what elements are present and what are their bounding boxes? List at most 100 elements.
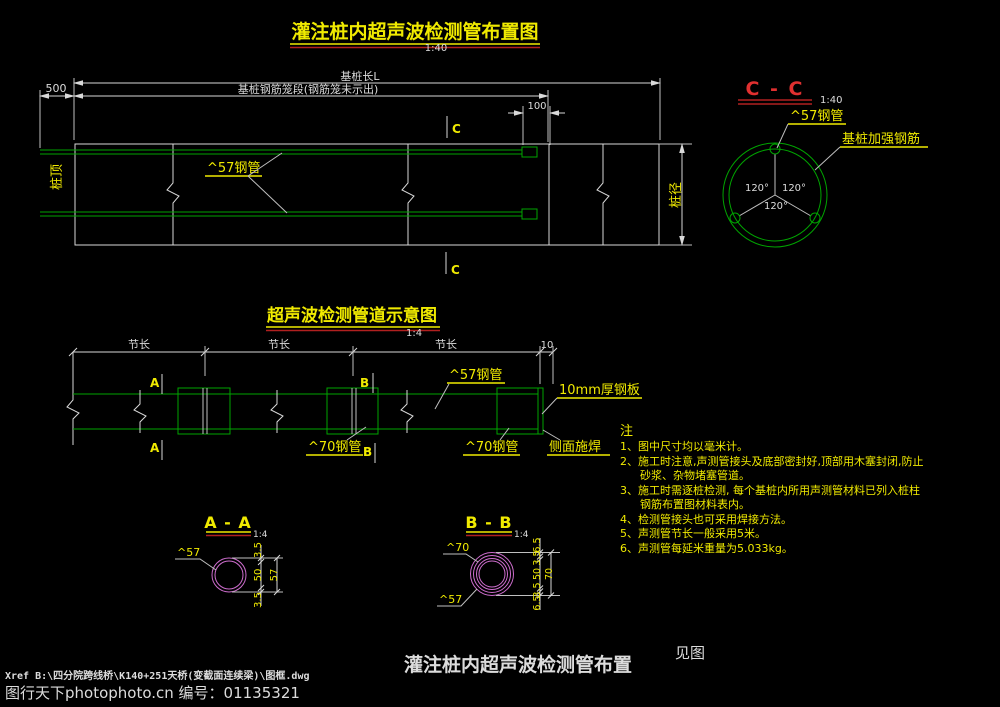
dim-tick xyxy=(257,584,265,592)
top-title-block: 灌注桩内超声波检测管布置图 1:40 xyxy=(290,20,540,54)
dim-tick xyxy=(536,556,544,563)
leader-line xyxy=(175,558,217,571)
note-item: 6、声测管每延米重量为5.033kg。 xyxy=(620,541,793,555)
section-cc-title: C - C xyxy=(745,78,804,100)
angle-label: 120° xyxy=(745,183,769,194)
dim-text-segment: 节长 xyxy=(435,338,457,351)
section-aa-view: A - A 1:4 ^57 3.5 50 3.5 57 xyxy=(175,513,283,608)
section-mark-b-top: B xyxy=(360,376,369,390)
label-pipe57-elevation: ^57钢管 xyxy=(207,161,260,176)
dim-text-wall-bottom: 3.5 xyxy=(532,582,543,597)
leader-line xyxy=(542,429,561,441)
leader-line xyxy=(247,175,288,214)
leader-line xyxy=(776,123,789,149)
note-item: 2、施工时注意,声测管接头及底部密封好,顶部用木塞封闭,防止 xyxy=(620,454,924,468)
note-item: 5、声测管节长一般采用5米。 xyxy=(620,526,766,540)
section-bb-view: B - B 1:4 ^70 ^57 6.5 3.5 50 3.5 6.5 70 xyxy=(437,513,560,611)
leader-line xyxy=(499,427,510,441)
note-item: 1、图中尺寸均以毫米计。 xyxy=(620,439,748,453)
tube-end-cap xyxy=(521,146,538,158)
section-aa-title: A - A xyxy=(204,513,252,532)
section-mark-b-bottom: B xyxy=(363,445,372,459)
leader-line xyxy=(434,383,450,410)
angle-label: 120° xyxy=(782,183,806,194)
label-side-weld: 侧面施焊 xyxy=(549,439,601,455)
dim-text-gap-bottom: 6.5 xyxy=(532,595,543,610)
notes-heading: 注 xyxy=(620,424,633,439)
dim-tick xyxy=(536,553,544,560)
label-57: ^57 xyxy=(439,593,462,606)
label-pipe70-b: ^70钢管 xyxy=(465,440,518,455)
xref-path-text: Xref B:\四分院跨线桥\K140+251天桥(变截面连续梁)\图框.dwg xyxy=(5,669,310,682)
angle-label: 120° xyxy=(764,201,788,212)
dim-tick xyxy=(536,592,544,599)
dim-text-gap-top: 6.5 xyxy=(532,537,543,552)
label-pipe57-cc: ^57钢管 xyxy=(790,109,843,124)
label-steel-plate: 10mm厚钢板 xyxy=(559,383,640,398)
dim-text-segment: 节长 xyxy=(128,338,150,351)
pile-section-outer-circle xyxy=(722,142,828,248)
label-pipe70-a: ^70钢管 xyxy=(308,440,361,455)
leader-line xyxy=(814,146,841,171)
drawing-title: 灌注桩内超声波检测管布置图 xyxy=(291,20,538,43)
leader-line xyxy=(247,152,283,177)
pile-elevation-view: 基桩长L 基桩钢筋笼段(钢筋笼未示出) 500 100 桩顶 ^57钢管 xyxy=(39,69,692,277)
label-pile-top: 桩顶 xyxy=(50,164,65,190)
label-pile-diameter: 桩径 xyxy=(669,182,684,208)
dim-tick xyxy=(273,588,281,596)
dim-tick xyxy=(257,588,265,596)
end-sleeve-with-plate xyxy=(496,387,544,435)
pile-section-inner-circle xyxy=(728,148,822,242)
dim-tick xyxy=(536,588,544,595)
dim-text-cage-zone: 基桩钢筋笼段(钢筋笼未示出) xyxy=(238,82,379,96)
dim-text-wall-bottom: 3.5 xyxy=(253,592,264,608)
break-line xyxy=(133,390,147,433)
dim-text-end: 10 xyxy=(541,340,554,351)
leader-line xyxy=(346,426,367,441)
label-70: ^70 xyxy=(446,541,469,554)
schematic-scale: 1:4 xyxy=(406,328,422,339)
pipe57-inner-circle xyxy=(478,560,506,588)
section-bb-scale: 1:4 xyxy=(514,530,529,540)
see-figure-text: 见图 xyxy=(675,644,705,662)
break-line xyxy=(401,144,415,245)
drawing-title-scale: 1:40 xyxy=(425,43,447,54)
section-mark-c-bottom: C xyxy=(451,263,460,277)
break-line xyxy=(270,390,284,433)
radial-line xyxy=(774,194,812,217)
break-line xyxy=(66,352,80,445)
pipe57-inner-circle xyxy=(214,560,244,590)
section-mark-c-top: C xyxy=(452,122,461,136)
bottom-caption-title: 灌注桩内超声波检测管布置 xyxy=(404,653,632,676)
sonic-tube-section xyxy=(809,212,821,224)
coupling-sleeve xyxy=(177,387,231,435)
section-mark-a-top: A xyxy=(150,376,160,390)
tube-end-cap xyxy=(521,208,538,220)
pipe-schematic-view: 超声波检测管道示意图 1:4 节长 节长 节长 10 A xyxy=(66,305,642,463)
label-pipe57-schematic: ^57钢管 xyxy=(449,368,502,383)
radial-line xyxy=(738,194,776,217)
dim-tick xyxy=(536,585,544,592)
dim-text-outer: 70 xyxy=(544,568,555,580)
pipe57-outer-circle xyxy=(476,558,508,590)
pile-outline xyxy=(74,143,660,246)
notes-block: 注 1、图中尺寸均以毫米计。 2、施工时注意,声测管接头及底部密封好,顶部用木塞… xyxy=(620,424,924,555)
dim-tick xyxy=(257,554,265,562)
bottom-captions: 见图 灌注桩内超声波检测管布置 xyxy=(404,644,705,676)
dim-text-bore: 50 xyxy=(253,569,264,582)
dim-tick xyxy=(547,592,555,599)
note-item: 4、检测管接头也可采用焊接方法。 xyxy=(620,512,792,526)
sonic-tube-section xyxy=(729,212,741,224)
dim-text-wall-top: 3.5 xyxy=(532,550,543,565)
status-bar: Xref B:\四分院跨线桥\K140+251天桥(变截面连续梁)\图框.dwg… xyxy=(5,669,310,702)
note-item: 3、施工时需逐桩检测, 每个基桩内所用声测管材料已列入桩柱 xyxy=(620,483,920,497)
dim-text-protrusion: 500 xyxy=(46,82,67,95)
leader-line xyxy=(541,397,558,415)
section-mark-a-bottom: A xyxy=(150,441,160,455)
note-item: 钢筋布置图材料表内。 xyxy=(640,497,750,511)
leader-line xyxy=(437,588,478,607)
section-bb-title: B - B xyxy=(465,513,512,532)
dim-tick xyxy=(257,558,265,566)
